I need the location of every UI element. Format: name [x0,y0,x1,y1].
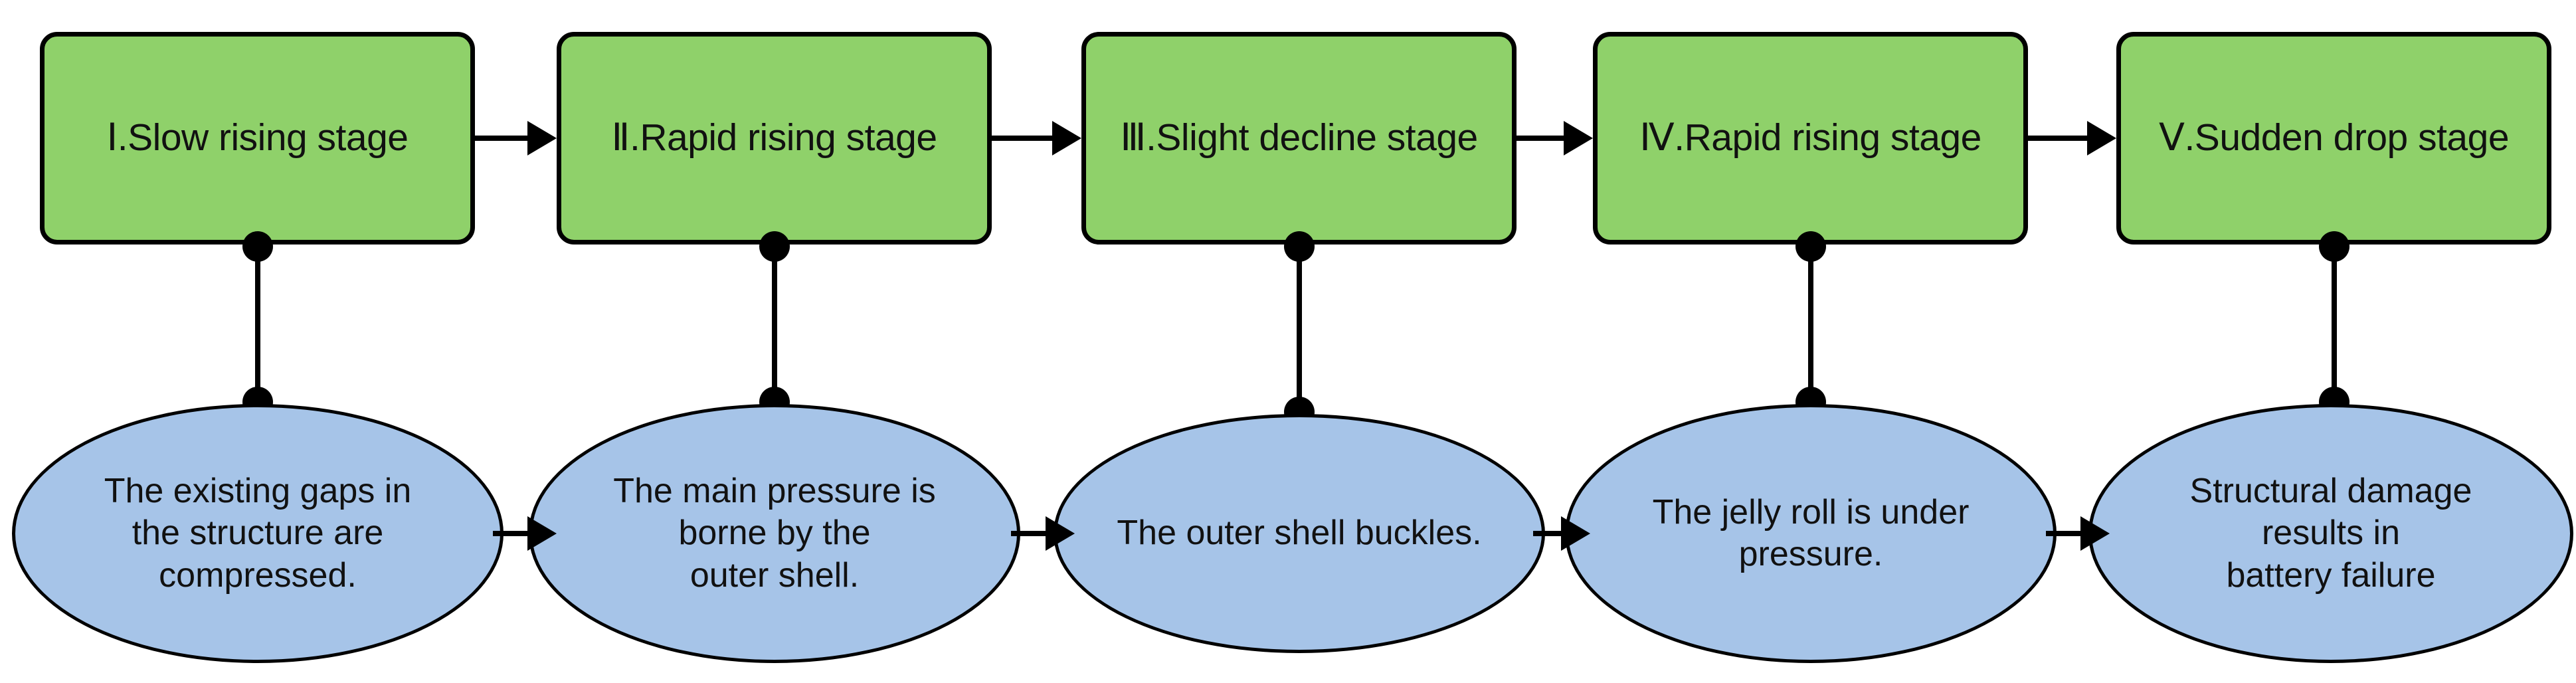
arrow-head-icon [1564,121,1593,155]
link-stem [1297,244,1302,414]
stage-box-4[interactable]: Ⅳ.Rapid rising stage [1593,32,2028,244]
effect-ellipse-2-label: The main pressure is borne by the outer … [598,470,951,597]
effect-line: the structure are [132,514,384,553]
effect-ellipse-2[interactable]: The main pressure is borne by the outer … [529,404,1020,663]
arrow-shaft [475,136,527,141]
link-endpoint-dot [2319,231,2349,262]
effect-line: The jelly roll is under [1652,492,1970,532]
arrow-shaft [1011,531,1046,536]
arrow-head-icon [1561,516,1590,551]
link-stem [255,244,260,404]
effect-ellipse-5-label: Structural damage results in battery fai… [2175,470,2487,597]
effect-line: Structural damage [2189,471,2472,510]
effect-line: The existing gaps in [104,471,412,510]
effect-line: pressure. [1738,535,1883,573]
arrow-shaft [1533,531,1561,536]
stage-box-4-label: Ⅳ.Rapid rising stage [1639,116,1981,159]
link-stem [772,244,777,404]
effect-line: compressed. [159,555,357,595]
stage-box-2-label: Ⅱ.Rapid rising stage [611,116,937,159]
arrow-head-icon [527,516,557,551]
arrow-head-icon [2080,516,2110,551]
link-endpoint-dot [759,231,790,262]
effect-line: The outer shell buckles. [1117,514,1482,553]
effect-ellipse-1[interactable]: The existing gaps in the structure are c… [12,404,504,663]
arrow-head-icon [1046,516,1075,551]
stage-box-3[interactable]: Ⅲ.Slight decline stage [1081,32,1517,244]
effect-ellipse-5[interactable]: Structural damage results in battery fai… [2088,404,2573,663]
stage-box-1-label: Ⅰ.Slow rising stage [106,116,409,159]
effect-line: borne by the [678,514,871,553]
link-endpoint-dot [1795,231,1826,262]
effect-line: The main pressure is [613,471,936,510]
arrow-head-icon [527,121,557,155]
effect-ellipse-3-label: The outer shell buckles. [1113,512,1485,554]
link-stem [1808,244,1813,404]
effect-line: outer shell. [690,555,860,595]
arrow-shaft [2028,136,2087,141]
stage-box-3-label: Ⅲ.Slight decline stage [1120,116,1478,159]
arrow-head-icon [2087,121,2116,155]
arrow-shaft [493,531,527,536]
link-stem [2332,244,2337,404]
link-endpoint-dot [242,231,273,262]
effect-ellipse-4-label: The jelly roll is under pressure. [1638,492,1984,576]
arrow-shaft [1517,136,1564,141]
stage-box-5[interactable]: Ⅴ.Sudden drop stage [2116,32,2551,244]
effect-line: results in [2261,514,2401,553]
arrow-shaft [992,136,1052,141]
effect-ellipse-1-label: The existing gaps in the structure are c… [90,470,426,597]
effect-ellipse-4[interactable]: The jelly roll is under pressure. [1565,404,2057,663]
stage-box-5-label: Ⅴ.Sudden drop stage [2158,116,2510,159]
arrow-shaft [2046,531,2080,536]
stage-box-1[interactable]: Ⅰ.Slow rising stage [40,32,475,244]
arrow-head-icon [1052,121,1081,155]
effect-line: battery failure [2226,555,2436,595]
stage-box-2[interactable]: Ⅱ.Rapid rising stage [557,32,992,244]
effect-ellipse-3[interactable]: The outer shell buckles. [1054,414,1545,653]
link-endpoint-dot [1284,231,1315,262]
